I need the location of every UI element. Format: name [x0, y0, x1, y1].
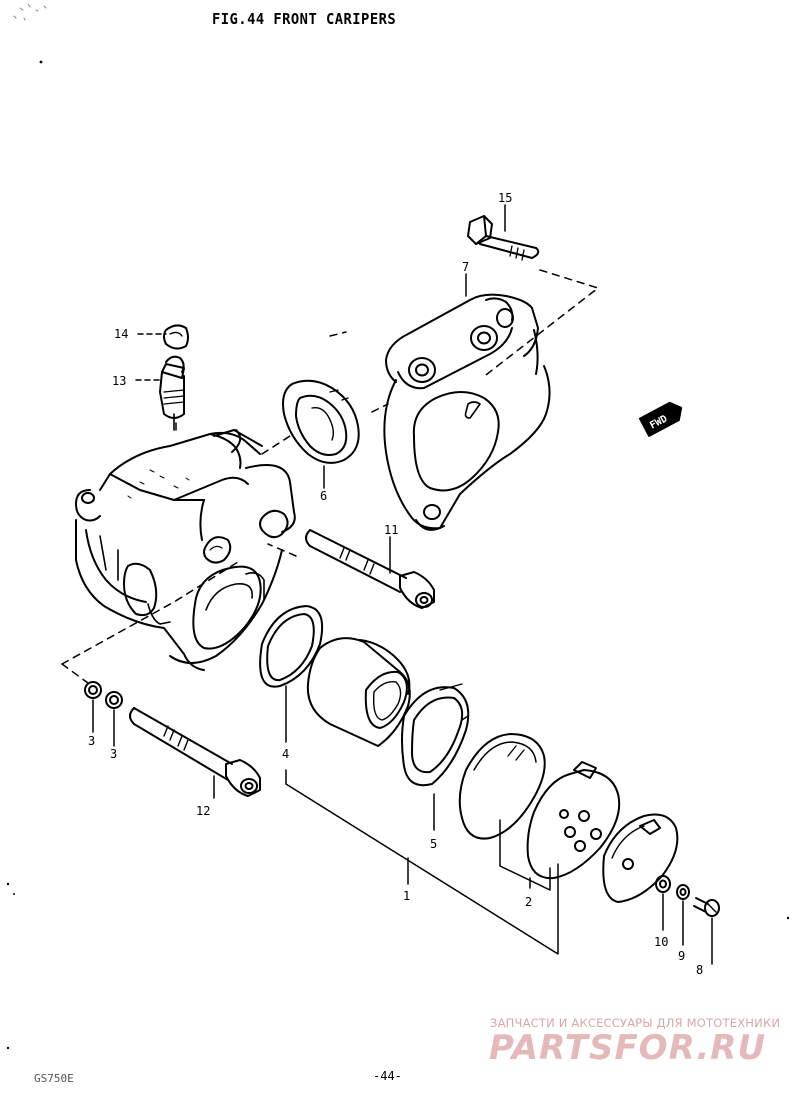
- part-2-brake-pads: [458, 733, 621, 880]
- callout-labels: 15 7 14 13 6 11 3 3 4 12 5 1 2 10 9 8: [88, 191, 703, 977]
- piston: [306, 637, 411, 747]
- callout-14: 14: [114, 327, 128, 341]
- pad-shim: [602, 813, 679, 903]
- watermark-tagline: ЗАПЧАСТИ И АКСЕССУАРЫ ДЛЯ МОТОТЕХНИКИ: [490, 1016, 781, 1030]
- callout-15: 15: [498, 191, 512, 205]
- callout-3a: 3: [88, 734, 95, 748]
- callout-5: 5: [430, 837, 437, 851]
- part-5-dust-seal: [401, 683, 470, 787]
- callout-6: 6: [320, 489, 327, 503]
- figure-title: FIG.44 FRONT CARIPERS: [212, 10, 397, 28]
- callout-10: 10: [654, 935, 668, 949]
- part-11-slide-pin: [305, 529, 435, 609]
- speck: [39, 60, 43, 64]
- document-code: GS750E: [34, 1072, 74, 1085]
- callout-3b: 3: [110, 747, 117, 761]
- part-15-bolt: [467, 215, 540, 261]
- part-8-screw: [693, 897, 720, 917]
- part-14-bleeder-cap: [163, 324, 189, 350]
- callout-13: 13: [112, 374, 126, 388]
- callout-2: 2: [525, 895, 532, 909]
- body-shading: [127, 469, 190, 499]
- watermark-logo: PARTSFOR.RU: [489, 1028, 767, 1068]
- part-13-bleeder-valve: [159, 355, 185, 431]
- callout-7: 7: [462, 260, 469, 274]
- callout-8: 8: [696, 963, 703, 977]
- fwd-arrow-tag: FWD: [638, 401, 683, 437]
- part-4-piston-seal: [259, 605, 324, 688]
- margin-specks: [6, 882, 790, 1050]
- callout-12: 12: [196, 804, 210, 818]
- part-9-lock-washer: [676, 884, 690, 900]
- dashed-assembly-lines: [61, 269, 599, 741]
- part-10-washer: [655, 875, 671, 893]
- part-6-boot: [282, 379, 360, 464]
- callout-9: 9: [678, 949, 685, 963]
- part-12-slide-pin: [129, 707, 261, 797]
- callout-4: 4: [282, 747, 289, 761]
- scan-noise: [13, 3, 47, 21]
- leader-lines: [92, 204, 713, 965]
- caliper-body: [75, 429, 296, 671]
- part-7-caliper-holder: [383, 293, 551, 531]
- part-3-washers: [84, 681, 123, 709]
- callout-1: 1: [403, 889, 410, 903]
- callout-11: 11: [384, 523, 398, 537]
- page-number: -44-: [373, 1069, 402, 1083]
